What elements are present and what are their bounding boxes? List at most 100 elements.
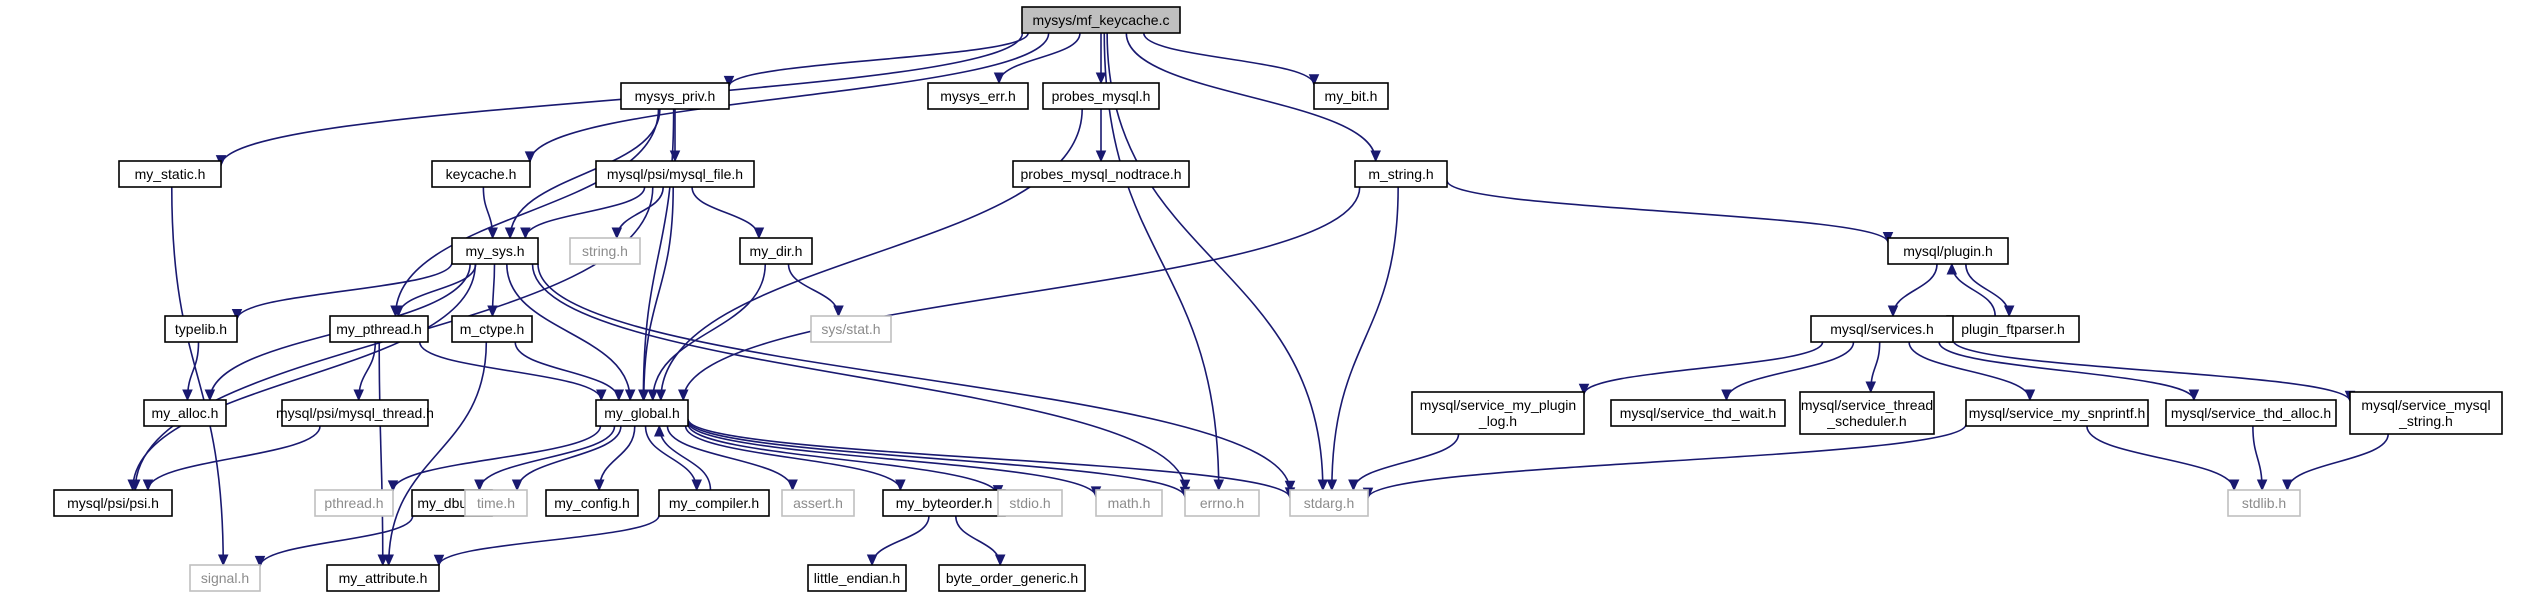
node-my_alloc[interactable]: my_alloc.h bbox=[143, 399, 227, 427]
node-byte_order_generic[interactable]: byte_order_generic.h bbox=[938, 564, 1086, 592]
node-label: little_endian.h bbox=[814, 570, 900, 586]
node-label: mysql/service_my_plugin bbox=[1420, 397, 1576, 413]
node-svc_thread_sched[interactable]: mysql/service_thread_scheduler.h bbox=[1799, 391, 1935, 435]
node-label: mysys_err.h bbox=[940, 88, 1015, 104]
node-label: my_attribute.h bbox=[339, 570, 428, 586]
edge-my_sys-to-m_ctype bbox=[487, 263, 498, 318]
node-errno_h[interactable]: errno.h bbox=[1184, 489, 1260, 517]
node-label: my_byteorder.h bbox=[896, 495, 993, 511]
edge-root-to-m_string bbox=[1125, 32, 1381, 163]
node-my_attribute[interactable]: my_attribute.h bbox=[326, 564, 440, 592]
node-box bbox=[329, 315, 429, 343]
node-time_h[interactable]: time.h bbox=[464, 489, 528, 517]
node-psi_thread[interactable]: mysql/psi/mysql_thread.h bbox=[276, 399, 434, 427]
node-signal_h[interactable]: signal.h bbox=[189, 564, 261, 592]
arrow-head-icon bbox=[753, 227, 765, 240]
node-plugin[interactable]: mysql/plugin.h bbox=[1887, 237, 2009, 265]
node-label: mysql/service_mysql bbox=[2361, 397, 2490, 413]
node-label: assert.h bbox=[793, 495, 843, 511]
edge-plugin-to-services bbox=[1887, 263, 1938, 318]
node-probes_mysql[interactable]: probes_mysql.h bbox=[1042, 82, 1160, 110]
edge-svc_snprintf-to-stdlib_h bbox=[2086, 425, 2240, 492]
edge-my_global-to-my_config bbox=[593, 425, 636, 492]
arrow-head-icon bbox=[866, 554, 878, 567]
node-sys_stat[interactable]: sys/stat.h bbox=[810, 315, 892, 343]
edge-psi_thread-to-psi_psi bbox=[142, 425, 321, 492]
node-mysys_err[interactable]: mysys_err.h bbox=[927, 82, 1029, 110]
node-psi_file[interactable]: mysql/psi/mysql_file.h bbox=[595, 160, 755, 188]
node-m_string[interactable]: m_string.h bbox=[1354, 160, 1448, 188]
arrow-head-icon bbox=[1326, 479, 1338, 492]
edge-my_global-to-time_h bbox=[511, 425, 622, 492]
node-box bbox=[2227, 489, 2301, 517]
node-box bbox=[658, 489, 770, 517]
node-svc_mysql_string[interactable]: mysql/service_mysql_string.h bbox=[2349, 391, 2503, 435]
arrow-head-icon bbox=[524, 151, 536, 164]
node-label: typelib.h bbox=[175, 321, 227, 337]
arrow-head-icon bbox=[1887, 305, 1899, 318]
node-my_global[interactable]: my_global.h bbox=[595, 399, 689, 427]
node-my_bit[interactable]: my_bit.h bbox=[1313, 82, 1389, 110]
node-svc_plugin_log[interactable]: mysql/service_my_plugin_log.h bbox=[1411, 391, 1585, 435]
arrow-head-icon bbox=[655, 389, 667, 402]
node-m_ctype[interactable]: m_ctype.h bbox=[451, 315, 533, 343]
edge-my_global-to-math_h bbox=[687, 421, 1102, 499]
node-pthread_h[interactable]: pthread.h bbox=[314, 489, 394, 517]
arrow-head-icon bbox=[1095, 72, 1107, 85]
node-box bbox=[739, 237, 813, 265]
node-box bbox=[620, 82, 730, 110]
node-stdarg_h[interactable]: stdarg.h bbox=[1289, 489, 1369, 517]
node-label: stdio.h bbox=[1009, 495, 1050, 511]
arrow-head-icon bbox=[833, 305, 844, 318]
node-box bbox=[1411, 391, 1585, 435]
edge-probes_mysql-to-probes_nodtrace bbox=[1095, 109, 1107, 163]
node-label: my_static.h bbox=[135, 166, 206, 182]
node-label: mysql/psi/psi.h bbox=[67, 495, 159, 511]
node-my_config[interactable]: my_config.h bbox=[545, 489, 639, 517]
node-services[interactable]: mysql/services.h bbox=[1810, 315, 1954, 343]
node-svc_thd_wait[interactable]: mysql/service_thd_wait.h bbox=[1610, 399, 1786, 427]
node-label: mysql/service_thd_alloc.h bbox=[2171, 405, 2331, 421]
node-my_compiler[interactable]: my_compiler.h bbox=[658, 489, 770, 517]
node-box bbox=[143, 399, 227, 427]
node-box bbox=[1965, 399, 2149, 427]
node-little_endian[interactable]: little_endian.h bbox=[807, 564, 907, 592]
node-my_pthread[interactable]: my_pthread.h bbox=[329, 315, 429, 343]
node-typelib[interactable]: typelib.h bbox=[164, 315, 238, 343]
edge-my_global-to-my_byteorder bbox=[684, 425, 906, 492]
arrow-head-icon bbox=[1213, 479, 1225, 492]
node-my_static[interactable]: my_static.h bbox=[118, 160, 222, 188]
node-psi_psi[interactable]: mysql/psi/psi.h bbox=[53, 489, 173, 517]
node-root[interactable]: mysys/mf_keycache.c bbox=[1021, 6, 1181, 34]
arrow-head-icon bbox=[231, 308, 243, 321]
node-label: signal.h bbox=[201, 570, 249, 586]
arrow-head-icon bbox=[2003, 305, 2015, 318]
arrow-head-icon bbox=[1317, 479, 1329, 492]
node-svc_snprintf[interactable]: mysql/service_my_snprintf.h bbox=[1965, 399, 2149, 427]
node-my_sys[interactable]: my_sys.h bbox=[451, 237, 539, 265]
node-my_dir[interactable]: my_dir.h bbox=[739, 237, 813, 265]
node-math_h[interactable]: math.h bbox=[1095, 489, 1163, 517]
node-plugin_ftparser[interactable]: plugin_ftparser.h bbox=[1946, 315, 2080, 343]
node-box bbox=[2349, 391, 2503, 435]
node-label: mysys_priv.h bbox=[635, 88, 716, 104]
arrow-head-icon bbox=[1865, 381, 1877, 394]
node-svc_thd_alloc[interactable]: mysql/service_thd_alloc.h bbox=[2165, 399, 2337, 427]
node-box bbox=[938, 564, 1086, 592]
node-box bbox=[431, 160, 531, 188]
node-stdio_h[interactable]: stdio.h bbox=[997, 489, 1063, 517]
node-mysys_priv[interactable]: mysys_priv.h bbox=[620, 82, 730, 110]
node-label: _scheduler.h bbox=[1826, 413, 1906, 429]
node-keycache[interactable]: keycache.h bbox=[431, 160, 531, 188]
node-box bbox=[118, 160, 222, 188]
node-assert_h[interactable]: assert.h bbox=[781, 489, 855, 517]
edge-my_sys-to-typelib bbox=[231, 262, 453, 321]
node-stdlib_h[interactable]: stdlib.h bbox=[2227, 489, 2301, 517]
node-string_h[interactable]: string.h bbox=[569, 237, 641, 265]
arrow-head-icon bbox=[624, 389, 636, 402]
node-layer: mysys/mf_keycache.c my_static.h keycache.h… bbox=[53, 6, 2503, 592]
node-probes_nodtrace[interactable]: probes_mysql_nodtrace.h bbox=[1012, 160, 1190, 188]
node-my_byteorder[interactable]: my_byteorder.h bbox=[882, 489, 1006, 517]
arrow-head-icon bbox=[723, 75, 735, 88]
